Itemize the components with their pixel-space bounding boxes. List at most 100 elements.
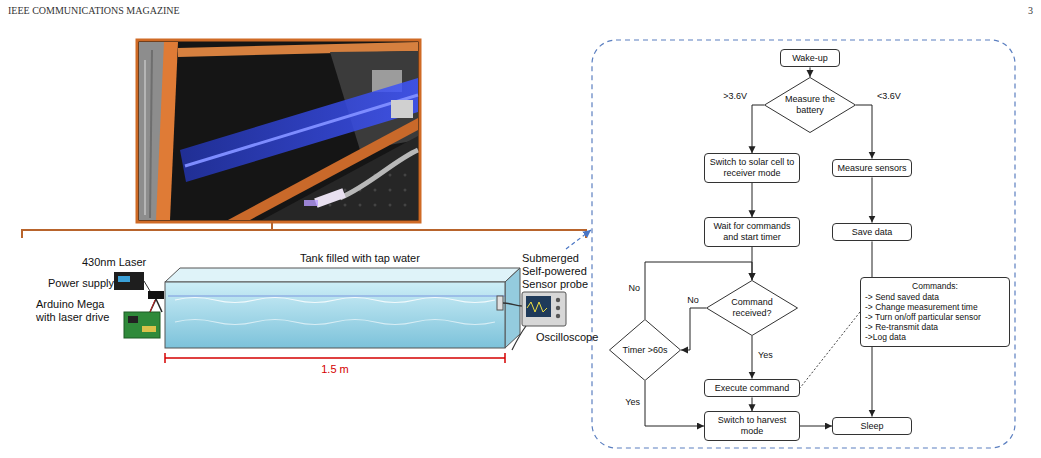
lab-photo — [137, 40, 420, 222]
list-item: -> Change measurement time — [865, 302, 1005, 312]
flow-arrow — [752, 183, 753, 217]
diamond-outline — [610, 320, 681, 381]
flow-arrow — [752, 397, 753, 411]
photo-bracket — [271, 222, 273, 230]
arduino-board — [142, 326, 156, 332]
lab-photo — [314, 188, 346, 208]
dimension-line — [165, 357, 505, 359]
lab-photo — [374, 204, 377, 207]
sensor-probe — [497, 296, 522, 310]
laser — [156, 299, 162, 312]
lab-photo — [389, 204, 392, 207]
node-text: Measure sensors — [837, 163, 907, 174]
edge-label: No — [627, 283, 641, 294]
diamond-outline — [707, 281, 798, 336]
diamond-outline — [765, 78, 856, 133]
flowchart-frame — [592, 40, 1015, 448]
lab-photo — [329, 204, 332, 207]
node-text: Switch to harvest mode — [709, 415, 795, 437]
node-text: Command received? — [723, 297, 782, 319]
water-tank — [165, 268, 520, 282]
lab-photo — [389, 189, 392, 192]
water-tank — [505, 268, 520, 348]
edge-label: Yes — [757, 350, 774, 361]
node-text: Wake-up — [785, 53, 835, 64]
water-tank — [165, 282, 505, 348]
zoom-arrow — [566, 230, 591, 249]
process-box: Switch to harvest mode — [704, 411, 800, 441]
edge-label: Yes — [624, 397, 641, 408]
node-text: Measure the battery — [781, 94, 840, 116]
tank-label: Tank filled with tap water — [300, 252, 420, 265]
flow-arrow — [645, 381, 704, 426]
lab-photo — [404, 204, 407, 207]
photo-bracket — [22, 230, 586, 238]
oscilloscope — [526, 296, 551, 317]
list-item: -> Send saved data — [865, 292, 1005, 302]
node-text: Timer >60s — [623, 345, 668, 356]
flow-arrow — [810, 67, 811, 77]
lab-photo — [150, 50, 152, 218]
decision-diamond: Timer >60s — [609, 319, 681, 381]
lab-photo — [137, 40, 420, 222]
flow-arrow — [681, 308, 706, 350]
water-tank — [175, 320, 495, 325]
diamond-text-area: Command received? — [723, 280, 782, 336]
edge-label: >3.6V — [722, 91, 748, 102]
water-tank — [165, 268, 520, 348]
oscilloscope — [522, 292, 566, 326]
edge-label: <3.6V — [876, 91, 902, 102]
arduino-board — [128, 316, 138, 323]
page-number: 3 — [1028, 5, 1033, 17]
lab-photo — [359, 204, 362, 207]
lab-photo — [137, 40, 420, 222]
process-box: Measure sensors — [832, 159, 912, 178]
diamond-text-area: Measure the battery — [781, 77, 840, 133]
node-text: Sleep — [837, 421, 907, 432]
oscilloscope — [556, 306, 560, 310]
water-tank — [168, 296, 505, 297]
decision-diamond: Measure the battery — [764, 77, 856, 133]
dimension-line — [504, 353, 506, 363]
node-text: Save data — [837, 227, 907, 238]
lab-photo — [340, 150, 418, 198]
edge-label: No — [686, 295, 700, 306]
start-box: Wake-up — [780, 49, 840, 68]
process-box: Switch to solar cell to receiver mode — [704, 153, 800, 183]
arduino-board — [150, 300, 155, 312]
flow-arrow — [872, 177, 873, 222]
sensor-probe — [497, 296, 503, 310]
lab-photo — [156, 42, 178, 220]
list-item: -> Turn on/off particular sensor — [865, 312, 1005, 322]
zoom-arrow — [566, 230, 591, 249]
node-text: Commands: — [865, 281, 1005, 291]
device-label: Power supply — [48, 277, 114, 290]
device-label: Submerged Self-powered Sensor probe — [522, 252, 592, 292]
lab-photo — [304, 200, 318, 206]
power-supply — [118, 276, 130, 282]
decision-diamond: Command received? — [706, 280, 798, 336]
arduino-board — [124, 312, 160, 338]
node-text: Wait for commands and start timer — [709, 221, 795, 243]
lab-photo — [389, 174, 392, 177]
oscilloscope — [527, 302, 547, 312]
list-item: ->Log data — [865, 332, 1005, 342]
lab-photo — [344, 204, 347, 207]
lab-photo — [391, 100, 413, 118]
node-text: Execute command — [709, 383, 795, 394]
sensor-probe — [503, 303, 522, 306]
command-list-box: Commands:-> Send saved data-> Change mea… — [860, 277, 1010, 346]
laser — [148, 291, 164, 299]
laser — [144, 281, 150, 291]
dotted-connector — [800, 312, 860, 388]
diamond-text-area: Timer >60s — [622, 319, 668, 381]
running-header: IEEE COMMUNICATIONS MAGAZINE — [8, 5, 180, 17]
lab-photo — [144, 60, 146, 215]
lab-photo — [228, 118, 418, 220]
oscilloscope — [556, 298, 560, 302]
flow-arrow — [856, 105, 872, 159]
photo-bracket — [22, 222, 586, 238]
process-box: Wait for commands and start timer — [704, 217, 800, 247]
process-box: Execute command — [704, 379, 800, 398]
process-box: Save data — [832, 223, 912, 242]
